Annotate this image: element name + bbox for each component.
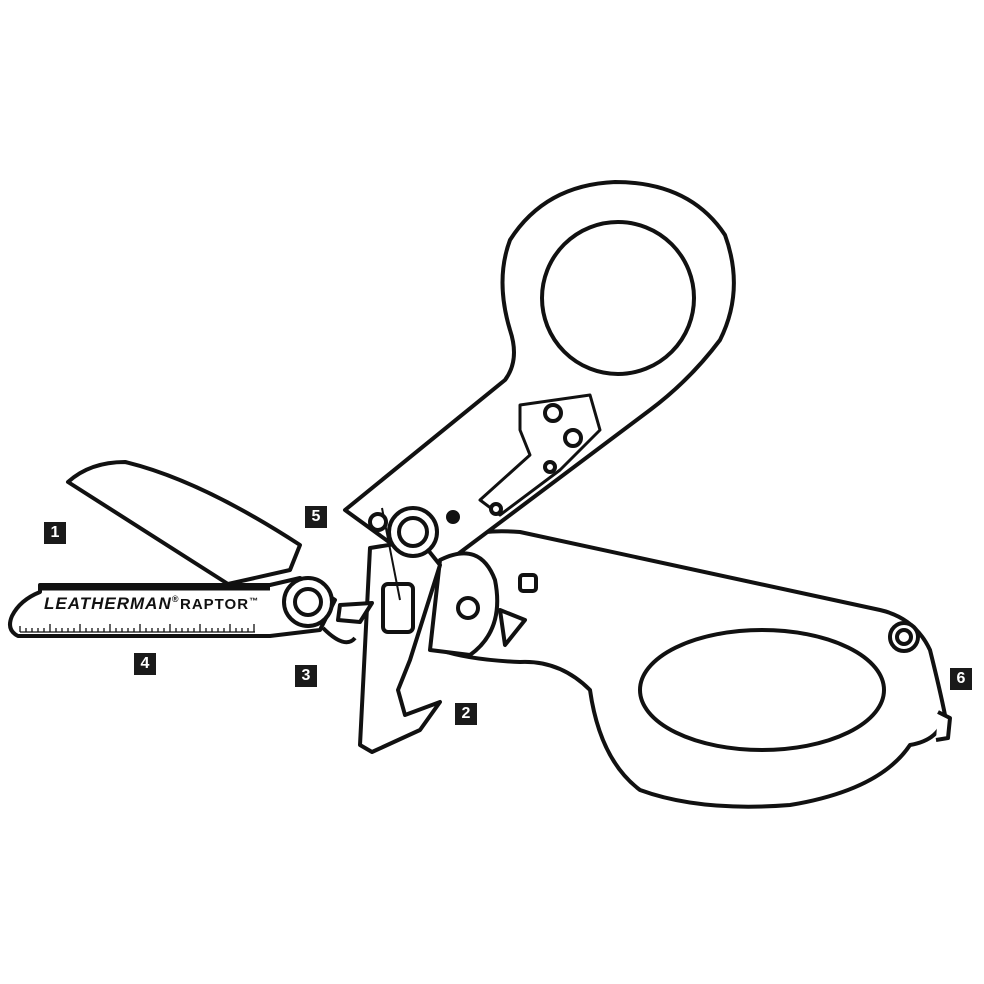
product-name: RAPTOR bbox=[180, 596, 250, 613]
ring-cutter bbox=[935, 710, 952, 742]
upper-handle bbox=[343, 180, 736, 566]
brand-name: LEATHERMAN bbox=[44, 594, 172, 613]
arm-slot bbox=[478, 393, 602, 517]
callout-1: 1 bbox=[44, 522, 66, 544]
callout-3: 3 bbox=[295, 665, 317, 687]
lower-finger-hole bbox=[638, 628, 886, 752]
trademark-mark: ™ bbox=[249, 596, 260, 606]
upper-blade bbox=[66, 460, 302, 586]
lower-blade bbox=[8, 576, 337, 638]
brand-logo: LEATHERMAN® bbox=[44, 594, 179, 614]
upper-finger-hole bbox=[540, 220, 696, 376]
blade-lock bbox=[336, 601, 374, 624]
callout-2: 2 bbox=[455, 703, 477, 725]
callout-6: 6 bbox=[950, 668, 972, 690]
ruler-ticks bbox=[19, 624, 255, 633]
callout-4: 4 bbox=[134, 653, 156, 675]
strap-cutter bbox=[358, 538, 442, 754]
strap-cutter-slot bbox=[381, 582, 415, 634]
callout-5: 5 bbox=[305, 506, 327, 528]
product-logo: RAPTOR™ bbox=[180, 596, 259, 613]
registered-mark: ® bbox=[171, 594, 180, 604]
